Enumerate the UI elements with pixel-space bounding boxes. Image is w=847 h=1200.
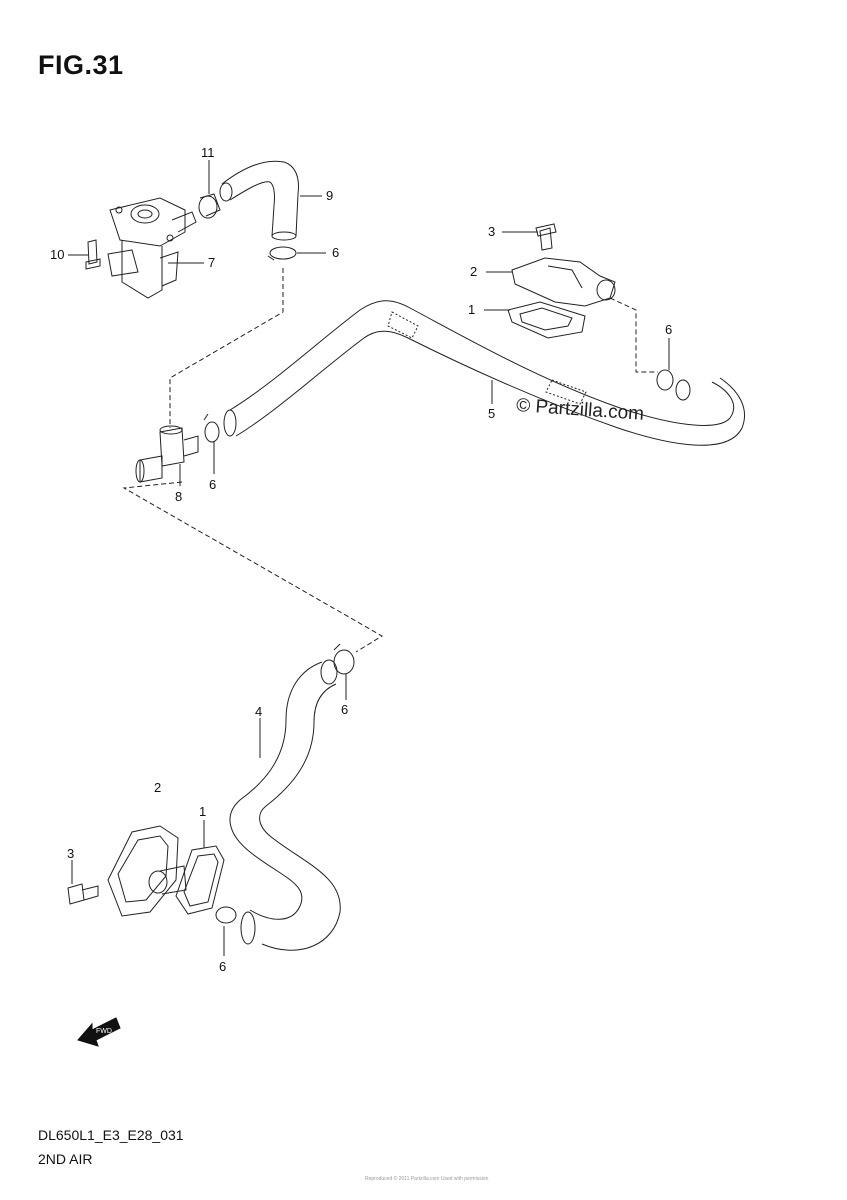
valve-assembly-part: [107, 197, 197, 299]
forward-arrow-icon: FWD: [77, 1017, 121, 1047]
callout-2-b: 2: [154, 780, 161, 795]
callout-1-b: 1: [199, 804, 206, 819]
callout-1-a: 1: [468, 302, 475, 317]
figure-title: FIG.31: [38, 50, 124, 80]
callout-6-e: 6: [219, 959, 226, 974]
callout-5: 5: [488, 406, 495, 421]
callout-9: 9: [326, 188, 333, 203]
diagram-name: 2ND AIR: [38, 1151, 93, 1167]
callout-10: 10: [50, 247, 64, 262]
clamp-part-11: [198, 193, 221, 219]
callout-6-b: 6: [665, 322, 672, 337]
callout-6-a: 6: [332, 245, 339, 260]
clamp-part-6-e: [215, 906, 237, 924]
callout-3-b: 3: [67, 846, 74, 861]
clamp-part-6-b: [656, 369, 674, 391]
routing-lines: [122, 268, 658, 653]
diagram-code: DL650L1_E3_E28_031: [38, 1127, 184, 1143]
reed-valve-cover-top: [507, 223, 616, 339]
bolt-part-10: [85, 239, 101, 270]
callout-4: 4: [255, 704, 262, 719]
callout-2-a: 2: [470, 264, 477, 279]
long-hose-part-5: [223, 300, 746, 446]
fwd-label: FWD: [96, 1028, 112, 1035]
callout-8: 8: [175, 489, 182, 504]
reed-valve-lower: [67, 825, 225, 917]
elbow-hose-part-9: [219, 160, 299, 241]
clamp-part-6-c: [203, 413, 220, 443]
callout-11: 11: [201, 145, 215, 160]
callouts: 11 9 10 7 6 3 2 1 6 5 8 6 4 6 2 1 3 6: [50, 145, 672, 974]
tee-joint-part-8: [135, 425, 199, 483]
callout-7: 7: [208, 255, 215, 270]
clamp-part-6-a: [267, 246, 297, 261]
callout-3-a: 3: [488, 224, 495, 239]
callout-6-c: 6: [209, 477, 216, 492]
leader-lines: [68, 160, 670, 956]
fine-print: Reproduced © 2011 Partzilla.com Used wit…: [365, 1176, 489, 1182]
callout-6-d: 6: [341, 702, 348, 717]
bent-hose-part-4: [229, 659, 341, 951]
